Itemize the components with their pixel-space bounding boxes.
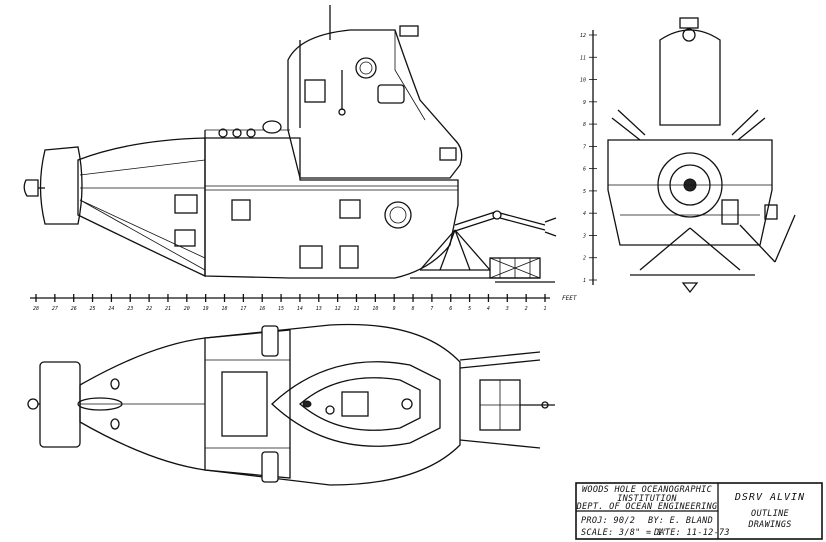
scale-tick-label: 23 bbox=[127, 306, 133, 312]
scale-tick-label: 6 bbox=[449, 306, 452, 312]
plan-sail bbox=[271, 361, 441, 447]
scale-tick-label: 13 bbox=[316, 306, 322, 312]
front-scale-label: 3 bbox=[582, 233, 586, 239]
side-light bbox=[262, 120, 282, 134]
hatch bbox=[399, 25, 419, 37]
scale-tick-label: 16 bbox=[259, 306, 265, 312]
front-scale-label: 8 bbox=[583, 122, 586, 128]
front-scale-label: 1 bbox=[583, 278, 586, 284]
front-sail bbox=[659, 29, 721, 126]
org-line-2: INSTITUTION bbox=[617, 494, 677, 504]
scale-tick-label: 7 bbox=[430, 306, 433, 312]
drawing-title: DSRV ALVIN bbox=[734, 492, 805, 503]
scale-tick-label: 2 bbox=[525, 306, 528, 312]
drawing-subtitle-2: DRAWINGS bbox=[747, 520, 791, 530]
scale-note: SCALE: 3/8" = 1' bbox=[581, 528, 668, 538]
hull-tail-cone bbox=[77, 137, 206, 278]
plan-hull-outline bbox=[79, 323, 461, 486]
sail-panel bbox=[304, 79, 326, 103]
front-scale-label: 12 bbox=[580, 33, 586, 39]
front-hatch bbox=[679, 17, 699, 29]
plan-stern-shroud bbox=[39, 361, 81, 448]
front-scale-label: 10 bbox=[580, 78, 586, 84]
plan-view bbox=[27, 323, 555, 486]
front-scale-label: 2 bbox=[583, 256, 586, 262]
front-scale-label: 5 bbox=[583, 189, 586, 195]
scale-tick-label: 4 bbox=[487, 306, 490, 312]
scale-tick-label: 19 bbox=[203, 306, 209, 312]
main-hull bbox=[204, 137, 459, 279]
scale-tick-label: 15 bbox=[278, 306, 284, 312]
scale-tick-label: 5 bbox=[468, 306, 471, 312]
proj-number: PROJ: 90/2 bbox=[581, 516, 635, 526]
date-note: DATE: 11-12-73 bbox=[653, 528, 730, 538]
bow-viewport bbox=[384, 201, 412, 229]
scale-tick-label: 14 bbox=[297, 306, 303, 312]
sail-viewport bbox=[355, 57, 377, 79]
front-scale-label: 7 bbox=[583, 144, 586, 150]
sampling-basket-frame bbox=[410, 229, 555, 283]
front-elevation-view: 12 11 10 9 8 7 6 5 4 3 2 1 bbox=[580, 17, 796, 294]
stern-propeller-shroud bbox=[39, 146, 83, 225]
front-scale-label: 11 bbox=[580, 55, 586, 61]
manipulator-arm bbox=[454, 210, 557, 237]
org-line-3: DEPT. OF OCEAN ENGINEERING bbox=[576, 502, 718, 512]
front-hull bbox=[607, 139, 773, 246]
conning-sail bbox=[287, 29, 463, 179]
scale-tick-label: 9 bbox=[393, 306, 396, 312]
front-scale-label: 9 bbox=[583, 100, 586, 106]
front-scale-label: 6 bbox=[583, 167, 586, 173]
scale-tick-label: 22 bbox=[146, 306, 152, 312]
scale-tick-label: 10 bbox=[372, 306, 378, 312]
propeller-hub bbox=[23, 179, 39, 197]
scale-tick-label: 26 bbox=[71, 306, 77, 312]
title-block: WOODS HOLE OCEANOGRAPHIC INSTITUTION DEP… bbox=[575, 482, 823, 540]
side-elevation-view bbox=[23, 5, 557, 283]
drawn-by: BY: E. BLAND bbox=[648, 516, 713, 526]
scale-tick-label: 12 bbox=[335, 306, 341, 312]
scale-tick-label: 11 bbox=[353, 306, 359, 312]
org-line-1: WOODS HOLE OCEANOGRAPHIC bbox=[582, 485, 713, 495]
scale-tick-label: 1 bbox=[543, 306, 546, 312]
scale-tick-label: 24 bbox=[108, 306, 114, 312]
scale-tick-label: 17 bbox=[240, 306, 246, 312]
front-scale-label: 4 bbox=[583, 211, 586, 217]
drawing-subtitle-1: OUTLINE bbox=[751, 509, 790, 519]
scale-tick-label: 18 bbox=[222, 306, 228, 312]
scale-tick-label: 21 bbox=[165, 306, 171, 312]
scale-tick-label: 28 bbox=[33, 306, 39, 312]
scale-tick-label: 3 bbox=[505, 306, 509, 312]
scale-tick-label: 8 bbox=[412, 306, 415, 312]
scale-tick-label: 20 bbox=[184, 306, 190, 312]
scale-tick-label: 25 bbox=[90, 306, 96, 312]
feet-unit-label: FEET bbox=[562, 295, 577, 302]
scale-tick-label: 27 bbox=[52, 306, 58, 312]
